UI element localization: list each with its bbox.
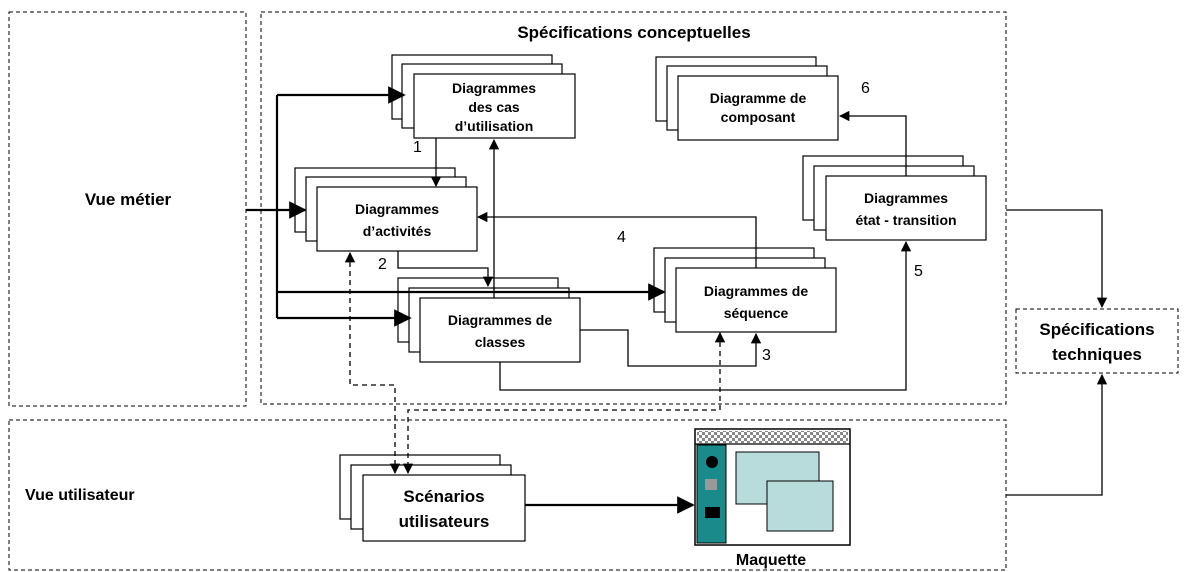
etat-transition-line1: Diagrammes	[864, 190, 948, 206]
cas-utilisation-line1: Diagrammes	[452, 80, 536, 96]
sequence-line2: séquence	[724, 305, 789, 321]
cas-utilisation-line3: d’utilisation	[455, 118, 534, 134]
specs-conceptuelles-region	[260, 11, 1007, 405]
sequence-stack: Diagrammes de séquence	[653, 247, 837, 333]
cas-utilisation-line2: des cas	[468, 99, 520, 115]
activites-line2: d’activités	[363, 223, 432, 239]
maquette-circle-icon	[706, 456, 718, 468]
scenarios-line1: Scénarios	[403, 487, 484, 506]
scenarios-stack: Scénarios utilisateurs	[339, 454, 526, 542]
specs-techniques-line1: Spécifications	[1039, 320, 1154, 339]
maquette-rect-icon	[705, 507, 720, 518]
activites-line1: Diagrammes	[355, 201, 439, 217]
arrow-number-4: 4	[617, 229, 626, 246]
specs-conceptuelles-title: Spécifications conceptuelles	[517, 23, 750, 42]
vue-metier-region	[8, 11, 247, 407]
composant-line2: composant	[721, 109, 796, 125]
vue-utilisateur-label: Vue utilisateur	[25, 487, 135, 504]
maquette-titlebar	[697, 431, 848, 443]
etat-transition-stack: Diagrammes état - transition	[802, 155, 987, 241]
arrow-number-5: 5	[914, 263, 923, 280]
classes-stack: Diagrammes de classes	[397, 277, 581, 363]
maquette-label: Maquette	[736, 552, 806, 569]
maquette-panel-front	[766, 480, 834, 532]
arrow-number-2: 2	[378, 256, 387, 273]
arrow-number-3: 3	[762, 347, 771, 364]
vue-metier-label: Vue métier	[85, 190, 172, 209]
specs-techniques-line2: techniques	[1052, 345, 1142, 364]
composant-line1: Diagramme de	[710, 90, 807, 106]
etat-transition-line2: état - transition	[855, 212, 956, 228]
composant-stack: Diagramme de composant	[655, 56, 839, 141]
arrow-number-6: 6	[861, 80, 870, 97]
specs-techniques-box	[1015, 308, 1179, 374]
maquette-square-icon	[705, 479, 717, 490]
maquette-window	[694, 428, 851, 546]
sequence-line1: Diagrammes de	[704, 283, 808, 299]
classes-line1: Diagrammes de	[448, 312, 552, 328]
activites-stack: Diagrammes d’activités	[294, 167, 478, 252]
cas-utilisation-stack: Diagrammes des cas d’utilisation	[391, 54, 576, 139]
scenarios-line2: utilisateurs	[399, 512, 490, 531]
arrow-number-1: 1	[413, 139, 422, 156]
classes-line2: classes	[475, 334, 526, 350]
